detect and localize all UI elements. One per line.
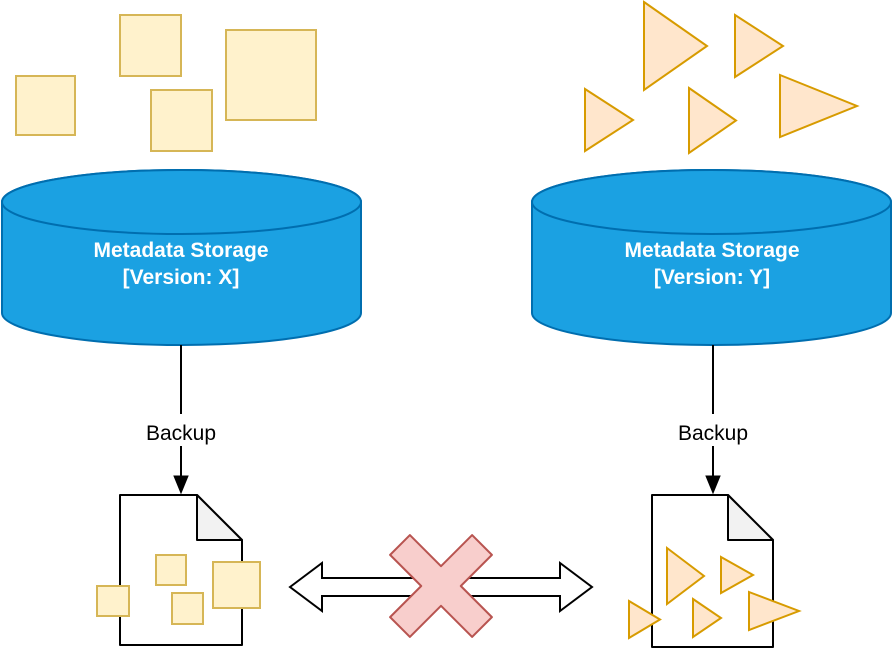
metadata-triangle-icon (734, 13, 785, 79)
arrow-down-icon (173, 475, 189, 495)
metadata-square-icon (212, 561, 261, 609)
storage-x-label-line1: Metadata Storage (93, 239, 268, 262)
metadata-triangle-icon (643, 0, 709, 92)
backup-file-x-contents (96, 554, 261, 625)
backup-arrow-left: Backup (143, 345, 219, 495)
metadata-storage-y-cylinder: Metadata Storage [Version: Y] (531, 169, 892, 346)
metadata-triangle-icon (779, 73, 860, 139)
backup-file-y-contents (628, 545, 802, 640)
folded-corner-icon (727, 494, 774, 541)
incompatible-cross-icon (389, 534, 493, 638)
backup-label-right: Backup (678, 422, 748, 445)
storage-y-label-line1: Metadata Storage (624, 239, 799, 262)
storage-y-label-line2: [Version: Y] (654, 266, 770, 289)
metadata-items-version-y (584, 0, 860, 155)
metadata-square-icon (15, 75, 76, 136)
metadata-square-icon (171, 592, 204, 625)
metadata-triangle-icon (748, 590, 802, 632)
metadata-square-icon (225, 29, 317, 121)
metadata-items-version-x (15, 14, 317, 152)
backup-label-left: Backup (146, 422, 216, 445)
metadata-triangle-icon (692, 597, 723, 639)
metadata-square-icon (155, 554, 187, 586)
folded-corner-icon (196, 494, 243, 541)
metadata-triangle-icon (628, 599, 662, 640)
metadata-triangle-icon (666, 545, 706, 607)
metadata-square-icon (96, 585, 130, 617)
backup-file-y-icon (651, 494, 774, 648)
arrow-down-icon (705, 475, 721, 495)
metadata-square-icon (150, 89, 213, 152)
metadata-triangle-icon (720, 555, 756, 595)
metadata-storage-x-cylinder: Metadata Storage [Version: X] (1, 169, 362, 346)
backup-arrow-right: Backup (675, 345, 751, 495)
storage-x-label-line2: [Version: X] (123, 266, 240, 289)
metadata-triangle-icon (688, 86, 738, 155)
metadata-triangle-icon (584, 87, 635, 153)
metadata-square-icon (119, 14, 182, 77)
